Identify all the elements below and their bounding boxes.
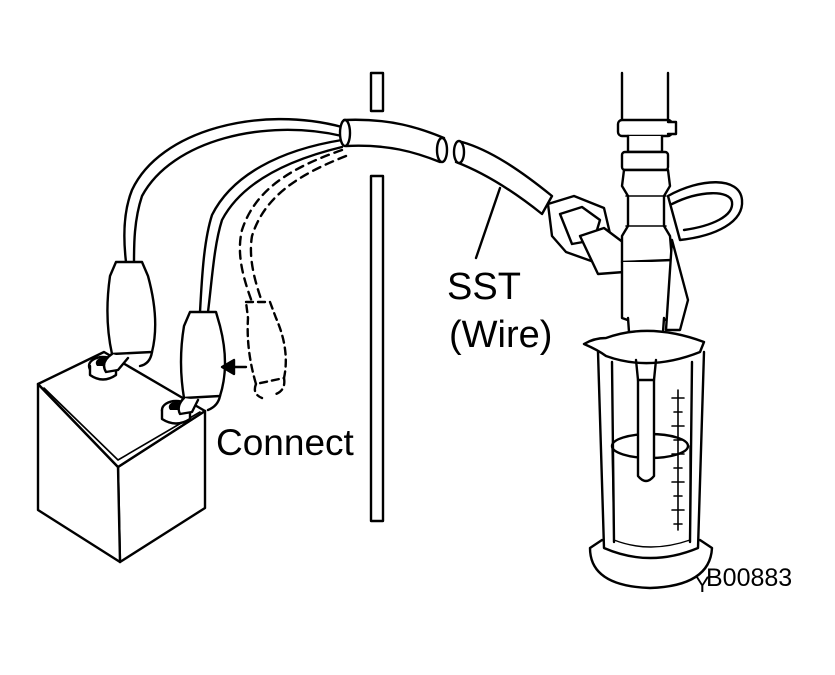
sst-label: SST	[447, 266, 521, 308]
injector-nozzle	[634, 358, 658, 483]
sst-wire-leads	[123, 117, 348, 314]
sst-wire-tube-right	[452, 139, 554, 216]
sst-wire-tube	[338, 118, 449, 164]
figure-mark: Y	[695, 572, 710, 597]
injector-connector	[546, 194, 630, 276]
battery	[36, 350, 207, 564]
alligator-clip-negative	[177, 310, 227, 416]
connect-arrow	[220, 358, 248, 376]
alligator-clip-dashed	[244, 300, 287, 400]
alligator-clip-positive	[102, 260, 157, 374]
sst-leader-line	[474, 186, 502, 260]
wire-label: (Wire)	[449, 314, 553, 356]
injector-clamp	[664, 181, 744, 332]
connect-label: Connect	[216, 422, 354, 463]
divider-wall	[369, 71, 385, 523]
fuel-hose	[616, 71, 678, 172]
figure-code: B00883	[706, 564, 793, 592]
